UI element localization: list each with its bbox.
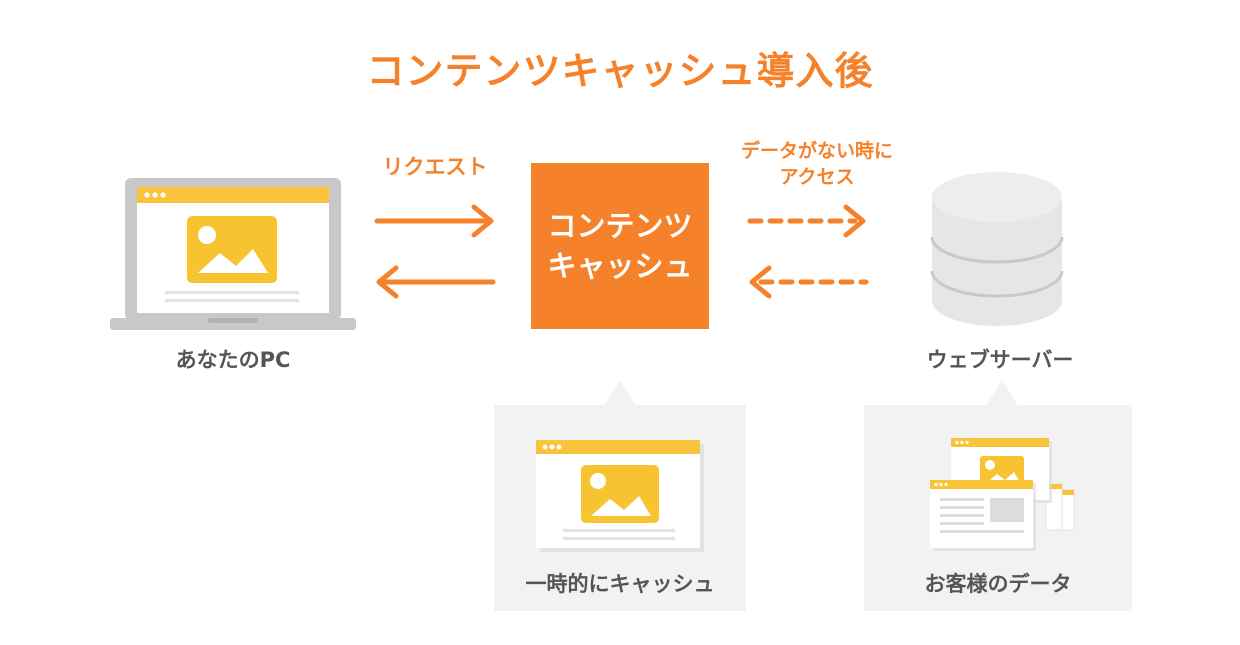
pc-label: あなたのPC [175, 348, 291, 372]
miss-access-label: データがない時に アクセス [712, 138, 922, 190]
cache-label: コンテンツ キャッシュ [547, 209, 693, 283]
customer-data-label: お客様のデータ [924, 572, 1072, 596]
customer-data-icon [930, 438, 1075, 551]
server-label: ウェブサーバー [926, 348, 1074, 372]
request-label: リクエスト [382, 155, 488, 179]
origin-request-arrow [747, 204, 866, 238]
laptop-icon [110, 178, 356, 330]
origin-response-arrow [749, 265, 869, 299]
callout-pointer-left [604, 380, 636, 406]
response-arrow [376, 265, 496, 299]
request-arrow [374, 204, 494, 238]
miss-access-label-line1: データがない時に [740, 140, 893, 162]
miss-access-label-line2: アクセス [779, 166, 855, 188]
diagram-title: コンテンツキャッシュ導入後 [366, 49, 874, 93]
callout-pointer-right [986, 380, 1018, 406]
content-cache-node: コンテンツ キャッシュ [531, 163, 709, 329]
temp-cache-label: 一時的にキャッシュ [525, 572, 715, 596]
web-server-icon [930, 172, 1064, 326]
cached-page-icon [536, 440, 704, 552]
